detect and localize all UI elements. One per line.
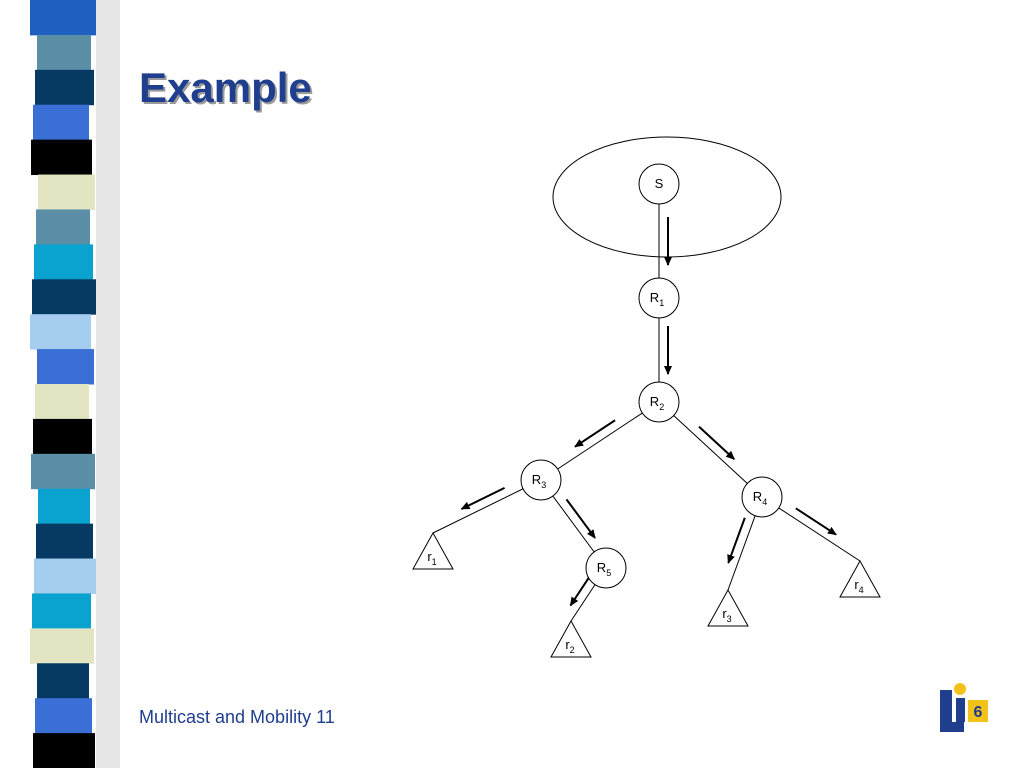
flow-arrow [574,419,616,448]
stripe-block [33,418,92,455]
receiver-r3 [707,588,749,627]
stripe-block [32,593,91,629]
stripe-block [32,279,96,315]
receiver-label-r1: r1 [427,549,436,567]
stripe-block [33,733,95,768]
stripe-block [34,244,93,280]
flow-arrow [727,517,746,564]
stripe-block [30,0,96,36]
node-label-s: S [655,176,664,191]
logo-i-stem [956,698,965,722]
flow-arrow [569,573,593,607]
slide-footer: Multicast and Mobility 11 [139,707,335,727]
receiver-label-r3: r3 [722,606,731,624]
flow-arrow [460,486,506,510]
stripe-block [31,139,92,176]
stripe-block [38,174,95,210]
stripe-block [35,384,89,420]
node-s [638,163,680,205]
stripe-block [36,209,90,245]
logo-six-box [968,700,988,722]
node-label-r4: R4 [753,489,767,507]
node-r4 [741,476,783,518]
node-r2 [638,381,680,423]
stripe-block [35,69,94,106]
node-label-r3: R3 [532,472,546,490]
receiver-r2 [550,619,592,658]
slide-title: Example [139,64,312,111]
stripe-block [37,34,91,71]
stripe-block [38,488,90,525]
node-label-r2: R2 [650,394,664,412]
logo-six: 6 [974,704,983,721]
stripe-block [30,314,91,350]
logo-l-base [940,722,964,732]
decorative-stripe [30,0,120,768]
stripe-block [30,628,94,664]
logo-l-vertical [940,690,952,732]
logo-dot [954,683,966,695]
receiver-label-r2: r2 [565,637,574,655]
flow-arrow [698,425,735,460]
receiver-label-r4: r4 [854,577,863,595]
flow-arrow [565,498,596,539]
stripe-shadow [96,0,120,768]
receiver-r1 [412,531,454,570]
tree-edge [540,401,660,481]
node-r1 [638,277,680,319]
receiver-r4 [839,559,881,598]
node-r5 [585,547,627,589]
stripe-block [36,523,93,560]
stripe-block [33,104,89,141]
lip6-logo: 6 [940,683,988,732]
stripe-block [35,698,92,734]
node-label-r5: R5 [597,560,611,578]
flow-arrow [795,507,837,536]
stripe-block [31,453,95,490]
node-r3 [520,459,562,501]
tree-edge [658,401,763,498]
stripe-block [37,349,94,385]
stripe-block [37,663,89,699]
node-label-r1: R1 [650,290,664,308]
stripe-block [34,558,96,594]
